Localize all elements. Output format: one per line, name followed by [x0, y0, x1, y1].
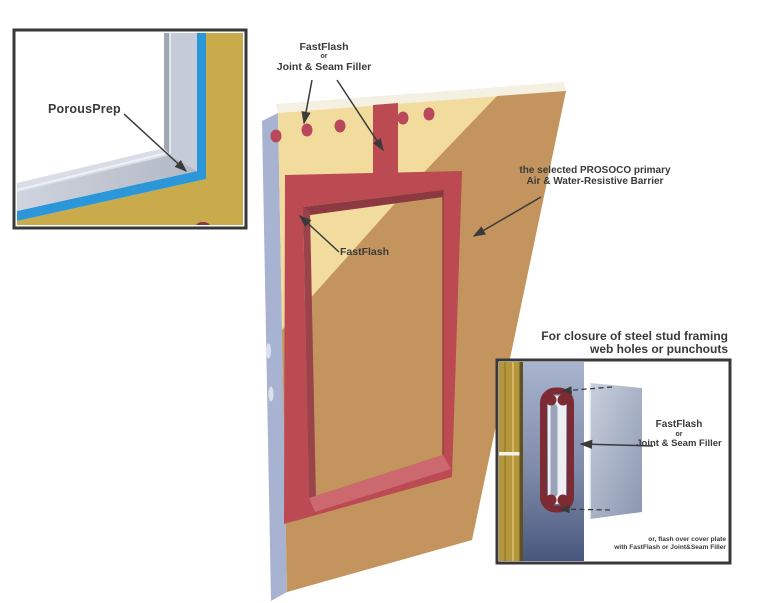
barrier-coating [282, 91, 566, 592]
top-label-line2: or [320, 53, 328, 61]
porousprep-inset-art [12, 28, 248, 230]
leader-arrow-fastflash [298, 214, 340, 253]
punchout-label-line3: Joint & Seam Filler [636, 438, 722, 450]
punchout-label-line1: FastFlash [655, 419, 703, 430]
leader-arrows [123, 79, 654, 449]
punchout-label-line2: or [675, 430, 683, 438]
main-panel-art [262, 82, 566, 601]
joint-stripe [373, 103, 398, 176]
leader-arrow-barrier [472, 196, 542, 237]
top-fastflash-label: FastFlash or Joint & Seam Filler [274, 41, 374, 73]
inset-sheathing [17, 33, 243, 225]
punchout-note-line1: or, flash over cover plate [648, 536, 726, 543]
barrier-label: the selected PROSOCO primary Air & Water… [505, 165, 685, 188]
fastener-dabs [270, 107, 435, 143]
barrier-label-line1: the selected PROSOCO primary [519, 165, 671, 176]
barrier-label-line2: Air & Water-Resistive Barrier [526, 175, 664, 187]
punchout-heading-line2: web holes or punchouts [589, 341, 728, 356]
fastflash-label: FastFlash [340, 246, 390, 258]
leader-arrow-joint [336, 79, 384, 152]
punchout-note: or, flash over cover plate with FastFlas… [566, 536, 726, 552]
punchout-inset-art [495, 358, 732, 565]
sill-return [309, 455, 451, 512]
leader-arrow-dab [301, 79, 313, 125]
panel-top-edge [276, 82, 566, 113]
punchout-heading: For closure of steel stud framing web ho… [510, 330, 728, 356]
fastflash-band [284, 171, 462, 524]
fastflash-bead [540, 387, 574, 513]
cover-plate [590, 383, 642, 519]
porousprep-label: PorousPrep [48, 102, 121, 116]
top-label-line3: Joint & Seam Filler [276, 60, 372, 73]
leader-arrow-bead [579, 439, 654, 449]
inset-sheathing-edge [499, 362, 520, 561]
top-label-line1: FastFlash [299, 41, 349, 53]
punchout-fastflash-label: FastFlash or Joint & Seam Filler [634, 419, 724, 450]
punchout-note-line2: with FastFlash or Joint&Seam Filler [614, 544, 726, 552]
panel-side-edge [262, 113, 287, 601]
leader-arrow-porousprep [123, 113, 188, 173]
punchout-heading-line1: For closure of steel stud framing [541, 329, 728, 343]
